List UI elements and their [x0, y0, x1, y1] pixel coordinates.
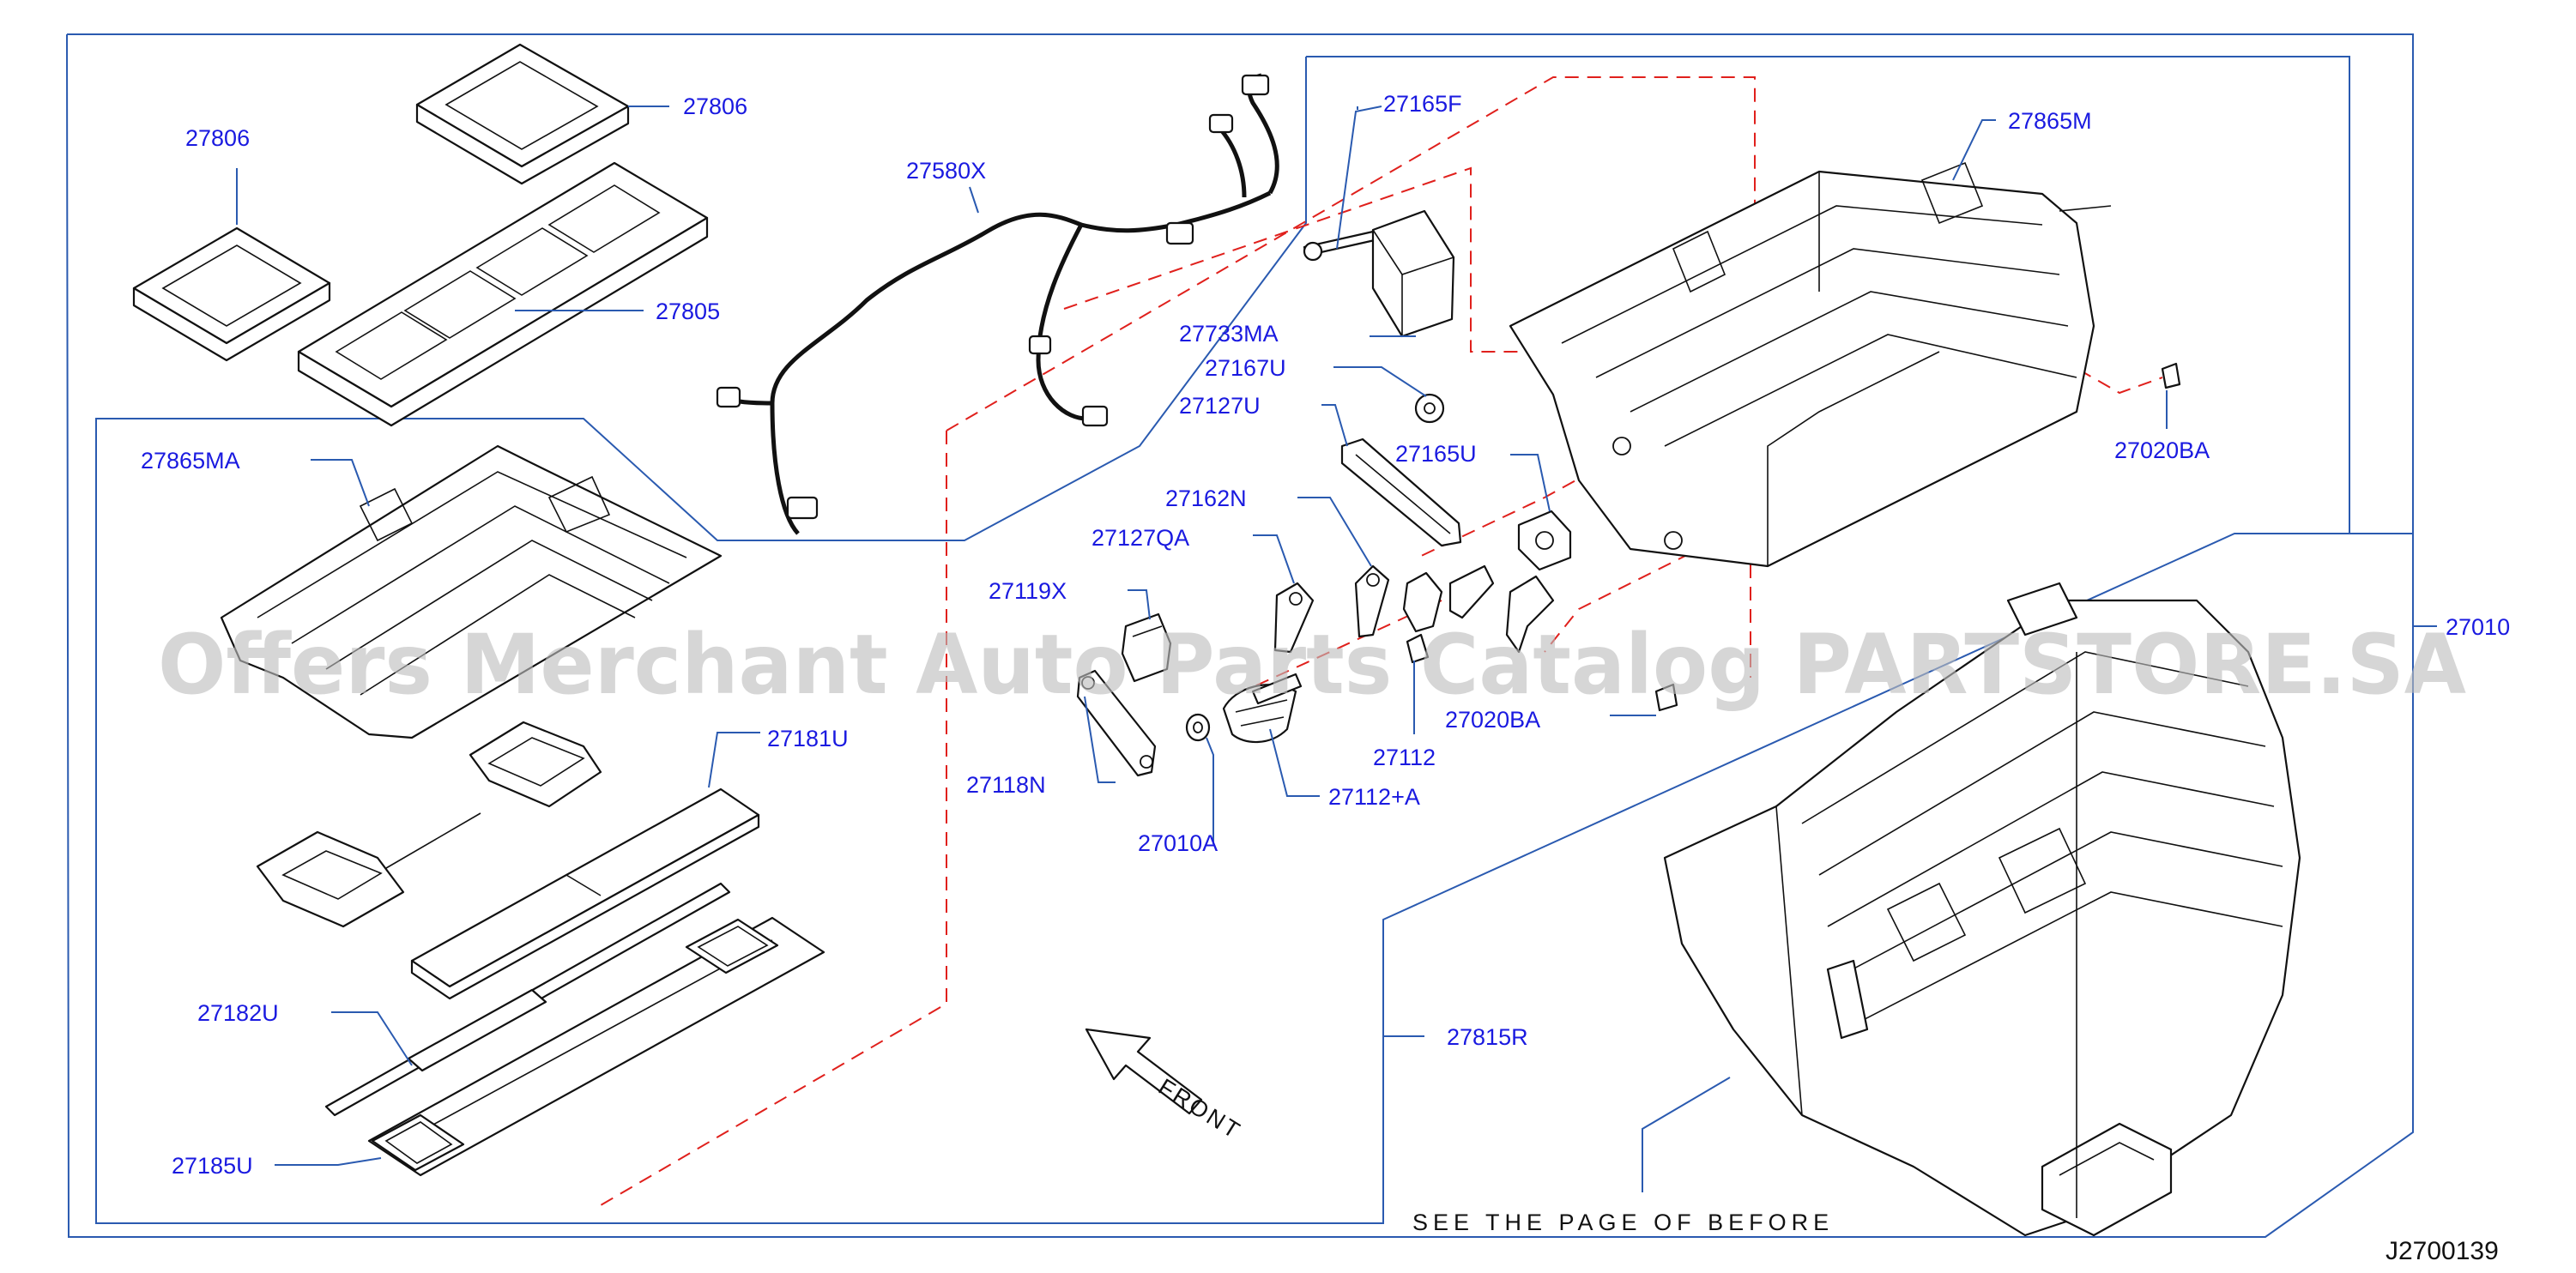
heater-unit-27010 — [1663, 582, 2301, 1237]
label-27112a[interactable]: 27112+A — [1328, 784, 1420, 810]
front-arrow-icon — [1085, 1028, 1203, 1115]
washer-27010a — [1185, 713, 1211, 742]
diagram-code: J2700139 — [2386, 1237, 2499, 1265]
bracket-27119x — [1121, 612, 1172, 683]
bracket-27127u — [1340, 437, 1462, 547]
leader-lines — [236, 106, 2437, 1192]
lever-27127qa — [1273, 582, 1315, 654]
label-27112[interactable]: 27112 — [1373, 745, 1436, 770]
label-27127u[interactable]: 27127U — [1179, 393, 1261, 419]
label-27127qa[interactable]: 27127QA — [1091, 525, 1189, 551]
label-27806-top[interactable]: 27806 — [683, 94, 747, 119]
door-27181u — [410, 787, 760, 1000]
label-27865m[interactable]: 27865M — [2008, 108, 2092, 134]
label-27020ba-right[interactable]: 27020BA — [2114, 437, 2210, 463]
label-27020ba-center[interactable]: 27020BA — [1445, 707, 1540, 733]
lower-case-27865ma — [220, 444, 723, 739]
label-27119x[interactable]: 27119X — [989, 578, 1067, 604]
label-27185u[interactable]: 27185U — [172, 1153, 253, 1179]
clip-27020ba-center — [1654, 683, 1678, 712]
lever-group-center — [1402, 564, 1555, 664]
see-before-note: SEE THE PAGE OF BEFORE — [1412, 1210, 1834, 1235]
label-27167u[interactable]: 27167U — [1205, 355, 1286, 381]
label-27010[interactable]: 27010 — [2446, 614, 2510, 640]
gear-27112a — [1222, 673, 1303, 744]
filter-27805-frame — [297, 161, 709, 427]
filter-27806-top — [415, 43, 630, 185]
filter-27806-left — [132, 226, 331, 362]
door-left — [256, 812, 481, 928]
label-27165f[interactable]: 27165F — [1383, 91, 1462, 117]
clip-27167u — [1414, 393, 1445, 424]
label-27805[interactable]: 27805 — [656, 299, 720, 324]
label-27733ma[interactable]: 27733MA — [1179, 321, 1279, 347]
label-27182u[interactable]: 27182U — [197, 1000, 279, 1026]
label-27181u[interactable]: 27181U — [767, 726, 849, 751]
clip-27020ba-right — [2161, 362, 2181, 389]
heater-case-27865m — [1509, 161, 2112, 568]
wire-harness-27580x — [716, 73, 1279, 535]
door-upper — [469, 721, 602, 808]
screw-27165f — [1303, 230, 1376, 262]
label-27815r[interactable]: 27815R — [1447, 1024, 1528, 1050]
watermark: Offers Merchant Auto Parts Catalog PARTS… — [158, 617, 2466, 713]
link-27118n — [1076, 669, 1157, 777]
shaft-27182u — [324, 882, 731, 1117]
label-27165u[interactable]: 27165U — [1395, 441, 1477, 467]
label-27118n[interactable]: 27118N — [966, 772, 1046, 798]
lever-27162n — [1354, 564, 1390, 638]
label-27806-left[interactable]: 27806 — [185, 125, 250, 151]
part-labels: 27806 27806 27805 27580X 27165F 27865M 2… — [141, 91, 2510, 1179]
frame-lines — [66, 33, 2414, 1238]
module-27733ma — [1371, 209, 1455, 338]
label-27580x[interactable]: 27580X — [906, 158, 986, 184]
label-27010a[interactable]: 27010A — [1138, 830, 1218, 856]
door-27185u — [367, 916, 825, 1177]
label-27865ma[interactable]: 27865MA — [141, 448, 240, 474]
actuator-27165u — [1517, 510, 1572, 571]
label-27162n[interactable]: 27162N — [1165, 486, 1247, 511]
